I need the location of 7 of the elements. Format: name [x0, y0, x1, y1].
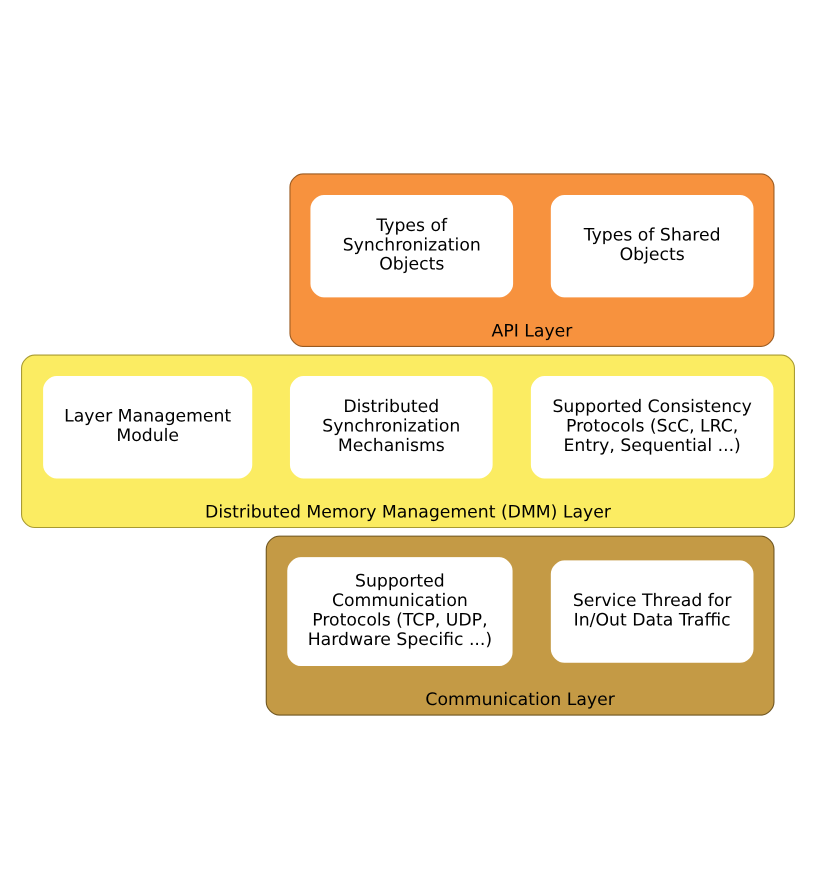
node-box: Supported Communication Protocols (TCP, UDP, Hardware Specific ...) [287, 556, 513, 666]
node-box: Supported Consistency Protocols (ScC, LRC, Entry, Sequential ...) [530, 376, 774, 478]
node-box: Types of Shared Objects [550, 194, 754, 297]
node-box: Distributed Synchronization Mechanisms [290, 376, 493, 478]
node-box: Service Thread for In/Out Data Traffic [550, 560, 754, 662]
node-box: Layer Management Module [43, 376, 252, 478]
node-box: Types of Synchronization Objects [310, 194, 514, 297]
